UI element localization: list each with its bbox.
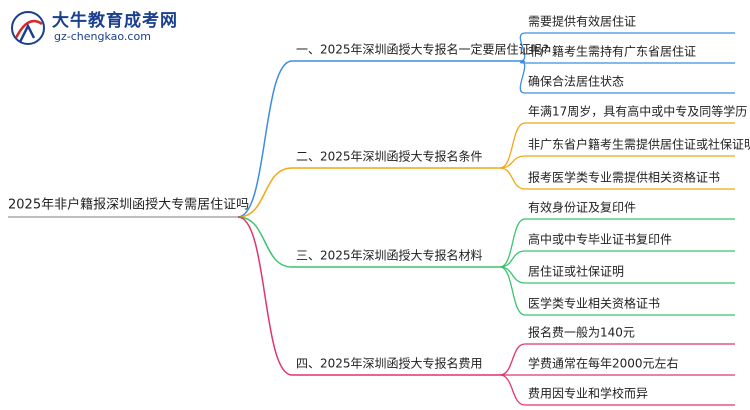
branch-node-label: 三、2025年深圳函授大专报名材料	[296, 248, 483, 263]
root-branch-connector	[237, 216, 293, 268]
leaf-node-label: 年满17周岁，具有高中或中专及同等学历	[528, 104, 747, 119]
branch-leaf-connector	[499, 374, 526, 406]
branch-leaf-connector	[519, 60, 526, 94]
leaf-node-label: 报名费一般为140元	[528, 325, 635, 340]
logo-bull-icon	[11, 11, 45, 45]
leaf-node-label: 医学类专业相关资格证书	[528, 296, 660, 311]
leaf-node-label: 学费通常在每年2000元左右	[528, 356, 679, 371]
branch-node-label: 二、2025年深圳函授大专报名条件	[296, 149, 483, 164]
leaf-node-label: 费用因专业和学校而异	[528, 386, 648, 401]
root-node-label: 2025年非户籍报深圳函授大专需居住证吗	[8, 197, 249, 213]
leaf-node-label: 高中或中专毕业证书复印件	[528, 232, 672, 247]
branch-leaf-connector	[499, 266, 526, 316]
branch-leaf-connector	[499, 218, 526, 268]
root-branch-connector	[237, 60, 293, 218]
leaf-node-label: 非户籍考生需持有广东省居住证	[528, 44, 696, 59]
branch-leaf-connector	[499, 266, 526, 284]
leaf-node-label: 确保合法居住状态	[528, 74, 624, 89]
leaf-node-label: 非广东省户籍考生需提供居住证或社保证明	[528, 137, 750, 152]
leaf-node-label: 居住证或社保证明	[528, 264, 624, 279]
root-branch-connector	[237, 216, 293, 376]
branch-leaf-connector	[499, 122, 526, 169]
branch-node-label: 一、2025年深圳函授大专报名一定要居住证吗?	[296, 42, 549, 57]
branch-leaf-connector	[499, 155, 526, 169]
branch-leaf-connector	[499, 250, 526, 268]
logo-title: 大牛教育成考网	[52, 11, 178, 31]
branch-leaf-connector	[499, 343, 526, 376]
logo-url: gz-chengkao.com	[54, 30, 151, 43]
leaf-node-label: 有效身份证及复印件	[528, 200, 636, 215]
leaf-node-label: 报考医学类专业需提供相关资格证书	[528, 170, 720, 185]
mind-map-nodes: 2025年非户籍报深圳函授大专需居住证吗 一、2025年深圳函授大专报名一定要居住…	[8, 14, 750, 401]
branch-leaf-connector	[519, 32, 526, 62]
mind-map-connectors	[8, 32, 735, 406]
site-logo[interactable]: 大牛教育成考网 gz-chengkao.com	[8, 6, 177, 50]
branch-node-label: 四、2025年深圳函授大专报名费用	[296, 356, 483, 371]
leaf-node-label: 需要提供有效居住证	[528, 14, 636, 29]
root-branch-connector	[237, 167, 293, 218]
branch-leaf-connector	[499, 167, 526, 190]
